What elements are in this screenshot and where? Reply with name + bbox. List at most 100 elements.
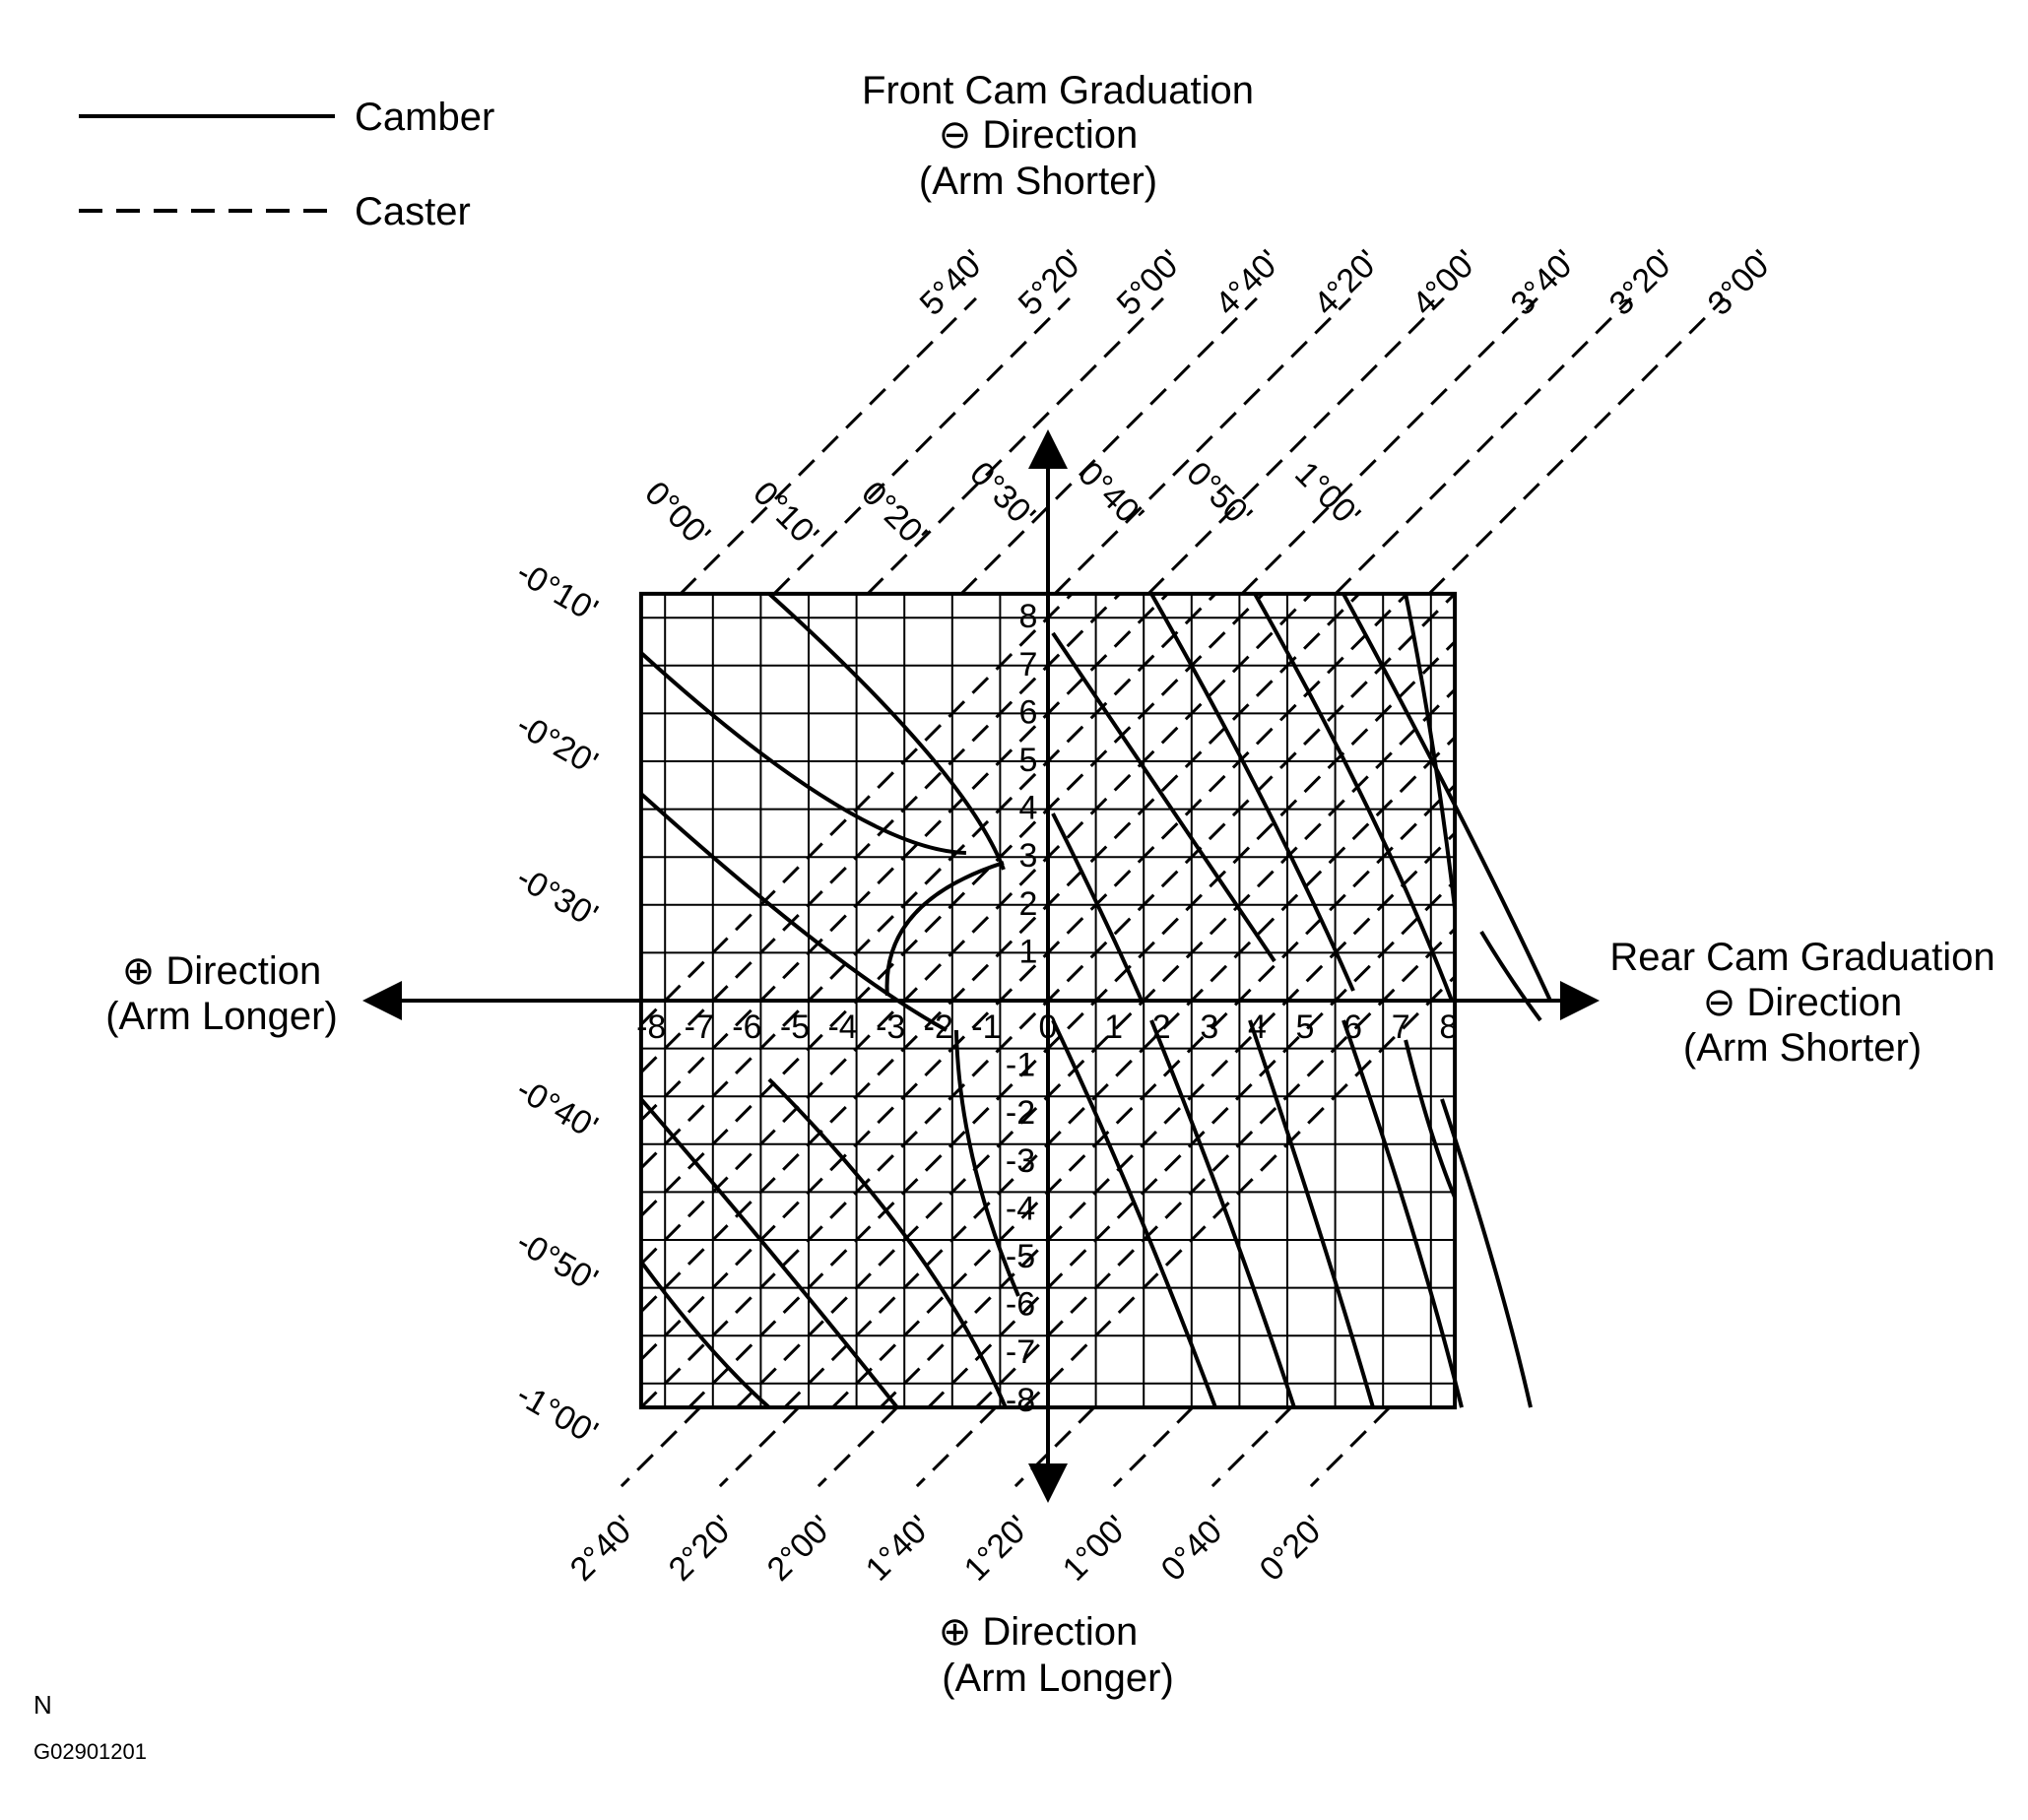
camber-curve	[767, 1077, 1008, 1408]
graduation-label: 0°20'	[854, 475, 934, 554]
camber-curve	[1404, 593, 1458, 910]
caster-line	[639, 592, 1217, 1170]
camber-curve	[953, 1029, 1020, 1297]
footer-letter: N	[33, 1690, 52, 1720]
x-tick-label: -4	[827, 1008, 857, 1046]
caster-lines	[620, 296, 1726, 1488]
caster-extension-bottom	[718, 1406, 800, 1488]
legend: Camber Caster	[79, 96, 494, 233]
right-title: Rear Cam Graduation ⊖ Direction (Arm Sho…	[1609, 936, 1995, 1070]
graduation-label: 0°40'	[1071, 455, 1150, 535]
y-tick-label: 3	[1019, 837, 1038, 875]
camber-curve	[1341, 1019, 1464, 1408]
y-tick-label: 2	[1019, 885, 1038, 923]
caster-extension-top	[959, 296, 1258, 595]
caster-extension-top	[1053, 296, 1351, 595]
top-title-line1: Front Cam Graduation	[862, 69, 1254, 112]
x-tick-label: -6	[732, 1008, 761, 1046]
camber-curve	[1149, 1019, 1296, 1408]
caster-line	[831, 784, 1457, 1409]
caster-extension-top	[1334, 296, 1632, 595]
x-tick-label: 4	[1248, 1008, 1267, 1046]
graduation-label: 3°40'	[1504, 243, 1584, 323]
camber-curves	[639, 592, 1552, 1409]
caster-line	[639, 592, 1313, 1266]
graduation-label: 3°00'	[1701, 243, 1781, 323]
graduation-label: 0°30'	[962, 455, 1042, 535]
x-tick-label: 1	[1104, 1008, 1123, 1046]
graduation-label: -0°20'	[510, 706, 604, 782]
x-tick-label: 2	[1152, 1008, 1171, 1046]
camber-curve	[1440, 1098, 1533, 1408]
caster-line	[1022, 975, 1457, 1409]
y-tick-label: 5	[1019, 742, 1038, 779]
y-tick-label: 8	[1019, 598, 1038, 635]
graduation-label: -0°50'	[510, 1223, 604, 1299]
graduation-label: 1°00'	[1287, 455, 1367, 535]
x-tick-label: 3	[1200, 1008, 1218, 1046]
camber-curve	[1051, 631, 1276, 963]
x-tick-label: -8	[636, 1008, 666, 1046]
camber-curve	[1479, 930, 1542, 1022]
caster-extension-top	[866, 296, 1164, 595]
legend-caster-label: Caster	[355, 190, 471, 233]
caster-line	[639, 592, 1121, 1073]
y-tick-label: -8	[1006, 1382, 1035, 1419]
camber-curve	[1253, 592, 1454, 1002]
left-title-line1: ⊕ Direction	[122, 949, 321, 993]
bottom-title-line2: (Arm Longer)	[942, 1657, 1174, 1700]
caster-line	[687, 640, 1457, 1409]
x-tick-label: -2	[924, 1008, 953, 1046]
y-tick-label: -2	[1006, 1094, 1035, 1132]
graduation-label: 5°40'	[913, 243, 993, 323]
camber-curve	[1149, 592, 1355, 992]
x-tick-label: 6	[1343, 1008, 1362, 1046]
camber-curve	[767, 592, 1006, 871]
y-tick-label: 7	[1019, 646, 1038, 683]
graduation-label: -0°30'	[510, 859, 604, 935]
left-title: ⊕ Direction (Arm Longer)	[105, 949, 338, 1038]
graduation-label: 0°10'	[746, 475, 825, 554]
top-title-line3: (Arm Shorter)	[919, 160, 1157, 203]
graduation-label: 4°00'	[1406, 243, 1485, 323]
caster-extension-top	[772, 296, 1071, 595]
caster-line	[639, 592, 1074, 1026]
caster-line	[639, 592, 1360, 1313]
y-tick-label: -7	[1006, 1333, 1035, 1371]
x-tick-label: 0	[1039, 1008, 1058, 1046]
caster-line	[783, 736, 1457, 1409]
graduation-label: -1°00'	[510, 1376, 604, 1452]
footer-code: G02901201	[33, 1739, 147, 1764]
y-tick-label: -1	[1006, 1047, 1035, 1084]
axes	[362, 429, 1600, 1503]
x-tick-label: 5	[1296, 1008, 1315, 1046]
bottom-title-line1: ⊕ Direction	[939, 1610, 1138, 1654]
graduation-label: 3°20'	[1603, 243, 1682, 323]
caster-line	[879, 831, 1457, 1409]
right-title-line3: (Arm Shorter)	[1683, 1026, 1922, 1070]
camber-curve	[1341, 592, 1552, 1002]
graduation-label: 2°20'	[662, 1509, 742, 1589]
caster-line	[639, 592, 1169, 1122]
camber-curve	[1404, 1039, 1457, 1199]
y-tick-label: -5	[1006, 1238, 1035, 1275]
y-tick-label: 4	[1019, 790, 1038, 827]
graduation-label: 2°40'	[563, 1509, 643, 1589]
y-tick-label: 1	[1019, 933, 1038, 970]
y-tick-label: -4	[1006, 1190, 1035, 1227]
caster-extension-bottom	[1210, 1406, 1292, 1488]
y-tick-label: -6	[1006, 1286, 1035, 1324]
camber-curve	[1051, 812, 1144, 1002]
caster-line	[736, 688, 1457, 1409]
left-title-line2: (Arm Longer)	[105, 995, 338, 1038]
x-tick-label: 7	[1392, 1008, 1410, 1046]
graduation-label: 4°20'	[1307, 243, 1387, 323]
caster-extension-bottom	[817, 1406, 898, 1488]
camber-curve	[1051, 1019, 1217, 1408]
graduation-label: 2°00'	[760, 1509, 840, 1589]
caster-line	[639, 592, 1265, 1217]
caster-extension-top	[679, 296, 977, 595]
y-tick-label: -3	[1006, 1142, 1035, 1180]
